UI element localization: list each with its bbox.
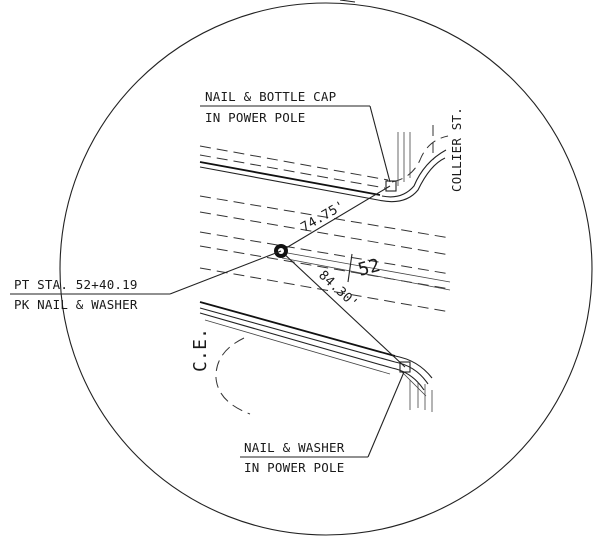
station-tick (347, 253, 353, 283)
upper-power-pole-marker (385, 180, 397, 192)
station-number-label: 52 (356, 255, 383, 281)
construction-easement-arc (215, 337, 251, 415)
distance-bottle-cap: 74.75' (299, 198, 348, 235)
pt-station-label: PT STA. 52+40.19 (14, 277, 138, 292)
tie-line-to-washer (280, 250, 406, 368)
tie-line-to-bottle-cap (280, 185, 391, 252)
in-power-pole-label-top: IN POWER POLE (205, 110, 305, 125)
upper-road-edge (199, 135, 449, 203)
detail-circle (59, 2, 593, 536)
nail-bottle-cap-label: NAIL & BOTTLE CAP (205, 89, 336, 104)
lower-power-pole-structure (399, 361, 433, 412)
collier-st-label: COLLIER ST. (449, 107, 464, 192)
label-leaders (10, 105, 405, 458)
roadway-centerlines (199, 195, 451, 313)
in-power-pole-label-bottom: IN POWER POLE (244, 460, 344, 475)
pk-nail-washer-label: PK NAIL & WASHER (14, 297, 138, 312)
top-leader-line (339, 0, 356, 3)
nail-washer-label: NAIL & WASHER (244, 440, 345, 455)
collier-street-edges (397, 125, 434, 186)
lower-road-edge (199, 301, 433, 397)
ce-label: C.E. (190, 328, 211, 372)
